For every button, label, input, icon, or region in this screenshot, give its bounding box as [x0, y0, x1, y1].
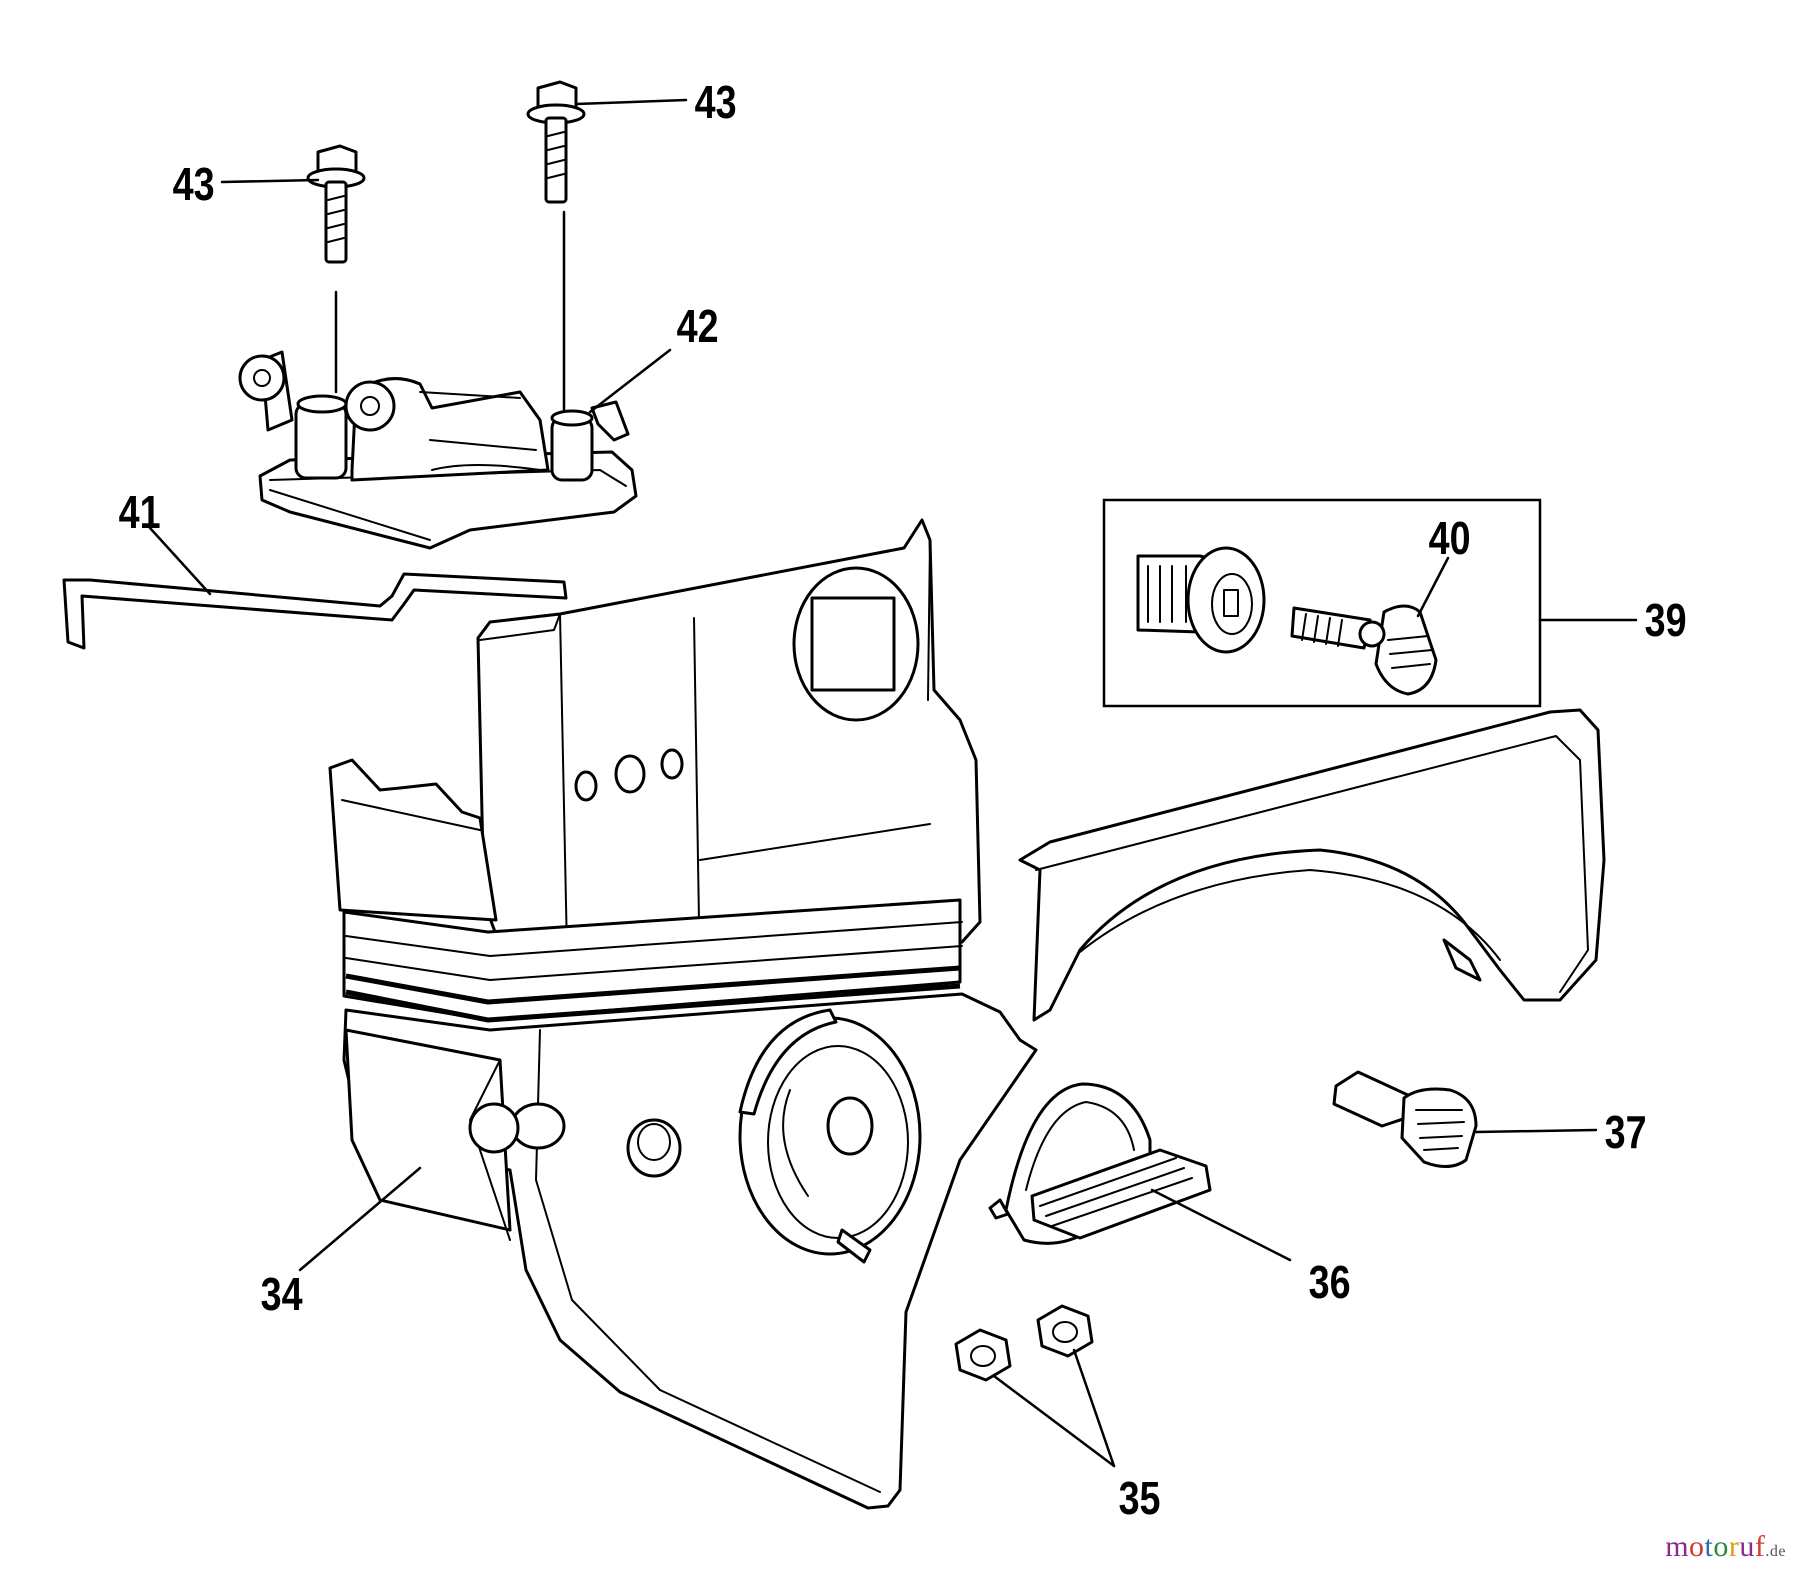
callout-34: 34 — [261, 1268, 303, 1319]
callout-37: 37 — [1605, 1106, 1647, 1157]
plug-37 — [1332, 1070, 1478, 1168]
watermark-logo: motoruf.de — [1665, 1530, 1786, 1564]
watermark-letter: t — [1704, 1530, 1714, 1563]
callout-41: 41 — [119, 486, 161, 537]
watermark-letter: o — [1689, 1530, 1705, 1563]
watermark-suffix: .de — [1765, 1543, 1786, 1560]
bolt-43-right — [526, 80, 586, 204]
bolt-43-left — [306, 144, 366, 264]
lever-36 — [988, 1082, 1212, 1245]
callout-42: 42 — [677, 300, 719, 351]
callout-36: 36 — [1309, 1256, 1351, 1307]
nut-35-left — [954, 1328, 1012, 1382]
watermark-letter: f — [1754, 1530, 1766, 1563]
callout-39: 39 — [1645, 594, 1687, 645]
callout-40: 40 — [1429, 512, 1471, 563]
nut-35-right — [1036, 1304, 1094, 1358]
callout-35: 35 — [1119, 1472, 1161, 1523]
watermark-letter: r — [1728, 1530, 1740, 1563]
callout-43-right: 43 — [695, 76, 737, 127]
switch-assembly-39 — [1102, 498, 1542, 708]
wire-41 — [62, 572, 568, 650]
watermark-letter: u — [1739, 1530, 1755, 1563]
bracket-42 — [238, 350, 638, 550]
watermark-brand: motoruf — [1665, 1530, 1765, 1563]
watermark-letter: m — [1665, 1530, 1690, 1563]
callout-43-left: 43 — [173, 158, 215, 209]
housing-34 — [328, 518, 1038, 1510]
watermark-letter: o — [1713, 1530, 1729, 1563]
chute-fender — [1018, 708, 1606, 1022]
